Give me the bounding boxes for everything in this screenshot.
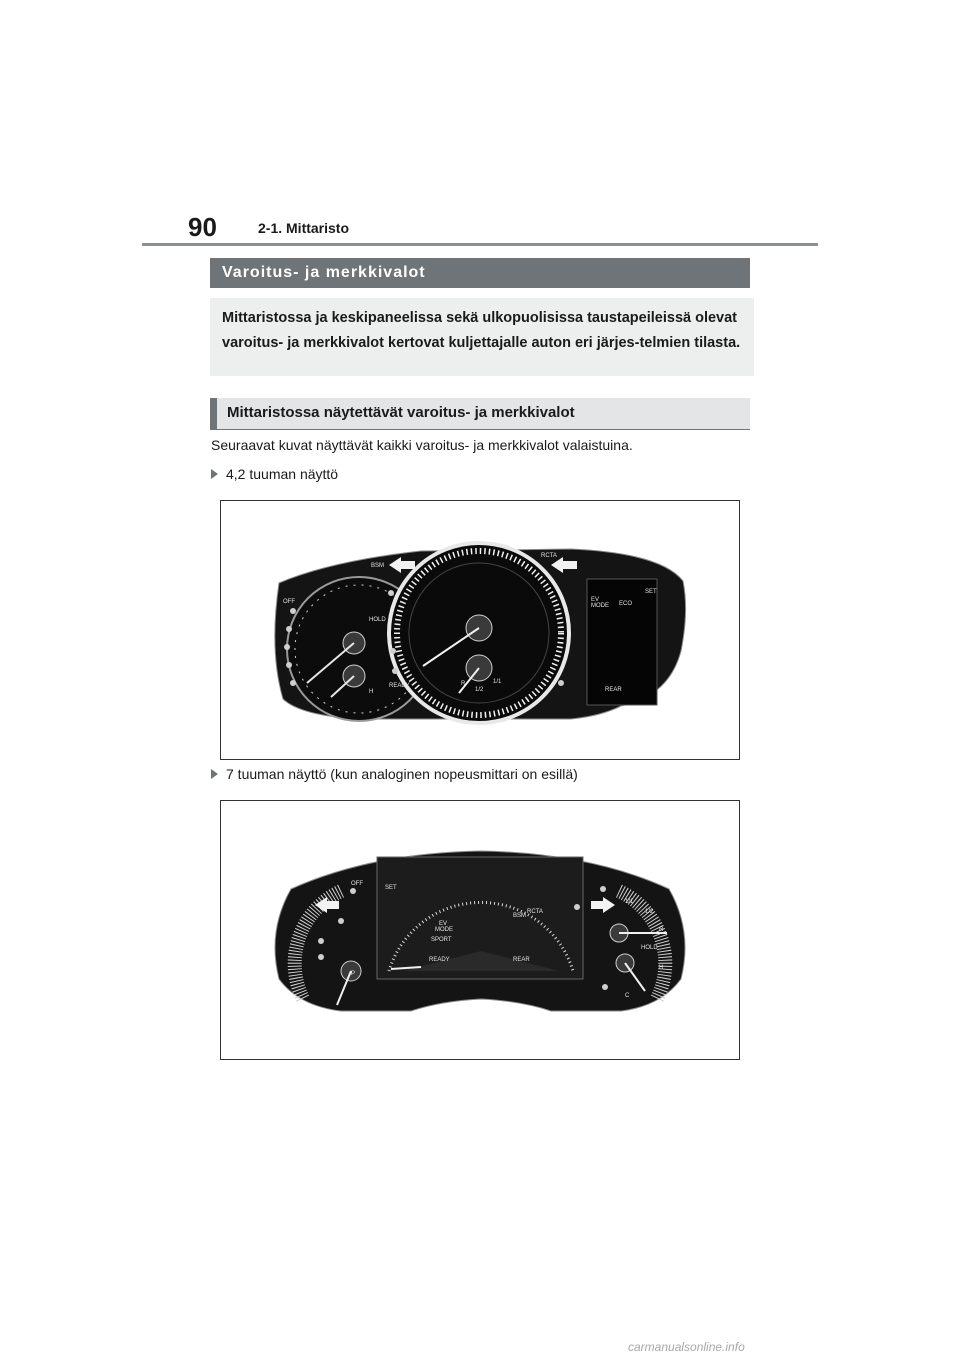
- temp-h-label: H: [659, 965, 663, 971]
- turn-right-arrow-icon: [551, 557, 577, 573]
- fuel-full-label: 1/1: [625, 899, 634, 905]
- rcta-label: RCTA: [527, 909, 543, 915]
- ready-label: READY: [429, 957, 450, 963]
- watermark: carmanualsonline.info: [628, 1340, 745, 1354]
- hold-label: HOLD: [369, 617, 386, 623]
- turn-left-arrow-icon: [389, 557, 415, 573]
- bullet-item-7-inch: 7 tuuman näyttö (kun analoginen nopeusmi…: [211, 766, 578, 782]
- bullet-triangle-icon: [211, 469, 218, 479]
- parking-p-label: P: [351, 971, 355, 977]
- bullet-label: 7 tuuman näyttö (kun analoginen nopeusmi…: [226, 766, 578, 782]
- bsm-label: BSM: [513, 913, 526, 919]
- ev-label: EV: [591, 597, 599, 603]
- intro-text: Mittaristossa ja keskipaneelissa sekä ul…: [210, 298, 754, 376]
- fuel-half-label: 1/2: [645, 909, 654, 915]
- fuel-r-label: R: [659, 927, 664, 933]
- off-label: OFF: [351, 881, 363, 887]
- cluster-figure-4-2-inch: BSM RCTA OFF HOLD READY EV MODE ECO SET …: [220, 500, 740, 760]
- bullet-label: 4,2 tuuman näyttö: [226, 466, 339, 482]
- rear-label: REAR: [513, 957, 530, 963]
- eco-label: ECO: [619, 601, 632, 607]
- header-divider: [142, 243, 818, 246]
- rear-label: REAR: [605, 687, 622, 693]
- sport-label: SPORT: [431, 937, 452, 943]
- set-label: SET: [645, 589, 657, 595]
- turn-right-arrow-icon: [591, 897, 615, 913]
- ev-label: EV: [439, 921, 447, 927]
- hold-label: HOLD: [641, 945, 658, 951]
- off-label: OFF: [283, 599, 295, 605]
- page-number: 90: [188, 212, 217, 242]
- temp-c-label: C: [625, 993, 630, 999]
- section-title: Varoitus- ja merkkivalot: [210, 258, 750, 288]
- fuel-half-label: 1/2: [475, 687, 484, 693]
- temp-h-label: H: [369, 689, 373, 695]
- cluster-illustration: BSM RCTA OFF HOLD READY EV MODE ECO SET …: [274, 541, 687, 725]
- section-reference: 2-1. Mittaristo: [258, 220, 350, 236]
- bullet-triangle-icon: [211, 769, 218, 779]
- ready-label: READY: [389, 683, 410, 689]
- mode-label: MODE: [435, 927, 453, 933]
- bullet-item-4-2-inch: 4,2 tuuman näyttö: [211, 466, 338, 482]
- fuel-full-label: 1/1: [493, 679, 502, 685]
- cluster-illustration: OFF SET EV MODE SPORT BSM RCTA READY REA…: [274, 850, 686, 1012]
- cluster-figure-7-inch: OFF SET EV MODE SPORT BSM RCTA READY REA…: [220, 800, 740, 1060]
- mode-label: MODE: [591, 603, 609, 609]
- body-paragraph: Seuraavat kuvat näyttävät kaikki varoitu…: [211, 437, 633, 453]
- turn-left-arrow-icon: [315, 897, 339, 913]
- fuel-r-label: R: [461, 681, 466, 687]
- rcta-label: RCTA: [541, 553, 557, 559]
- sub-heading: Mittaristossa näytettävät varoitus- ja m…: [210, 398, 750, 430]
- bsm-label: BSM: [371, 563, 384, 569]
- set-label: SET: [385, 885, 397, 891]
